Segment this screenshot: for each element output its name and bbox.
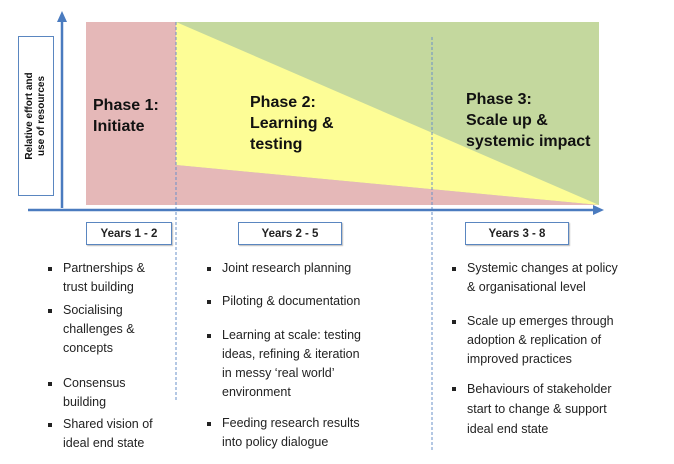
list-item: Behaviours of stakeholder start to chang… [452,379,612,439]
y-axis-arrow-icon [57,11,67,22]
list-item: Socialising challenges & concepts [48,301,135,358]
phase2-title-3: testing [250,136,302,153]
list-item: Piloting & documentation [207,292,360,311]
y-axis-label-box: Relative effort and use of resources [18,36,54,196]
phase1-area [86,22,176,205]
phase1-tail-area [176,165,599,205]
phase3-title-2: Scale up & [466,112,548,129]
list-item: Joint research planning [207,259,351,278]
list-item: Scale up emerges through adoption & repl… [452,312,614,369]
x-axis-arrow-icon [593,205,604,215]
list-item: Systemic changes at policy & organisatio… [452,259,618,297]
list-item: Partnerships & trust building [48,259,145,297]
phase2-title-2: Learning & [250,115,334,132]
list-item: Feeding research results into policy dia… [207,414,360,452]
list-item: Consensus building [48,374,126,412]
phase3-title-3: systemic impact [466,133,591,150]
list-item: Learning at scale: testing ideas, refini… [207,326,361,402]
y-axis-label: Relative effort and use of resources [24,72,47,160]
phase1-title-2: Initiate [93,118,145,135]
phase1-title-1: Phase 1: [93,97,159,114]
years-label-phase3: Years 3 - 8 [465,222,569,245]
years-label-phase1: Years 1 - 2 [86,222,172,245]
phase2-area [176,22,599,205]
phase2-title-1: Phase 2: [250,94,316,111]
phase3-title-1: Phase 3: [466,91,532,108]
list-item: Shared vision of ideal end state [48,415,153,453]
years-label-phase2: Years 2 - 5 [238,222,342,245]
